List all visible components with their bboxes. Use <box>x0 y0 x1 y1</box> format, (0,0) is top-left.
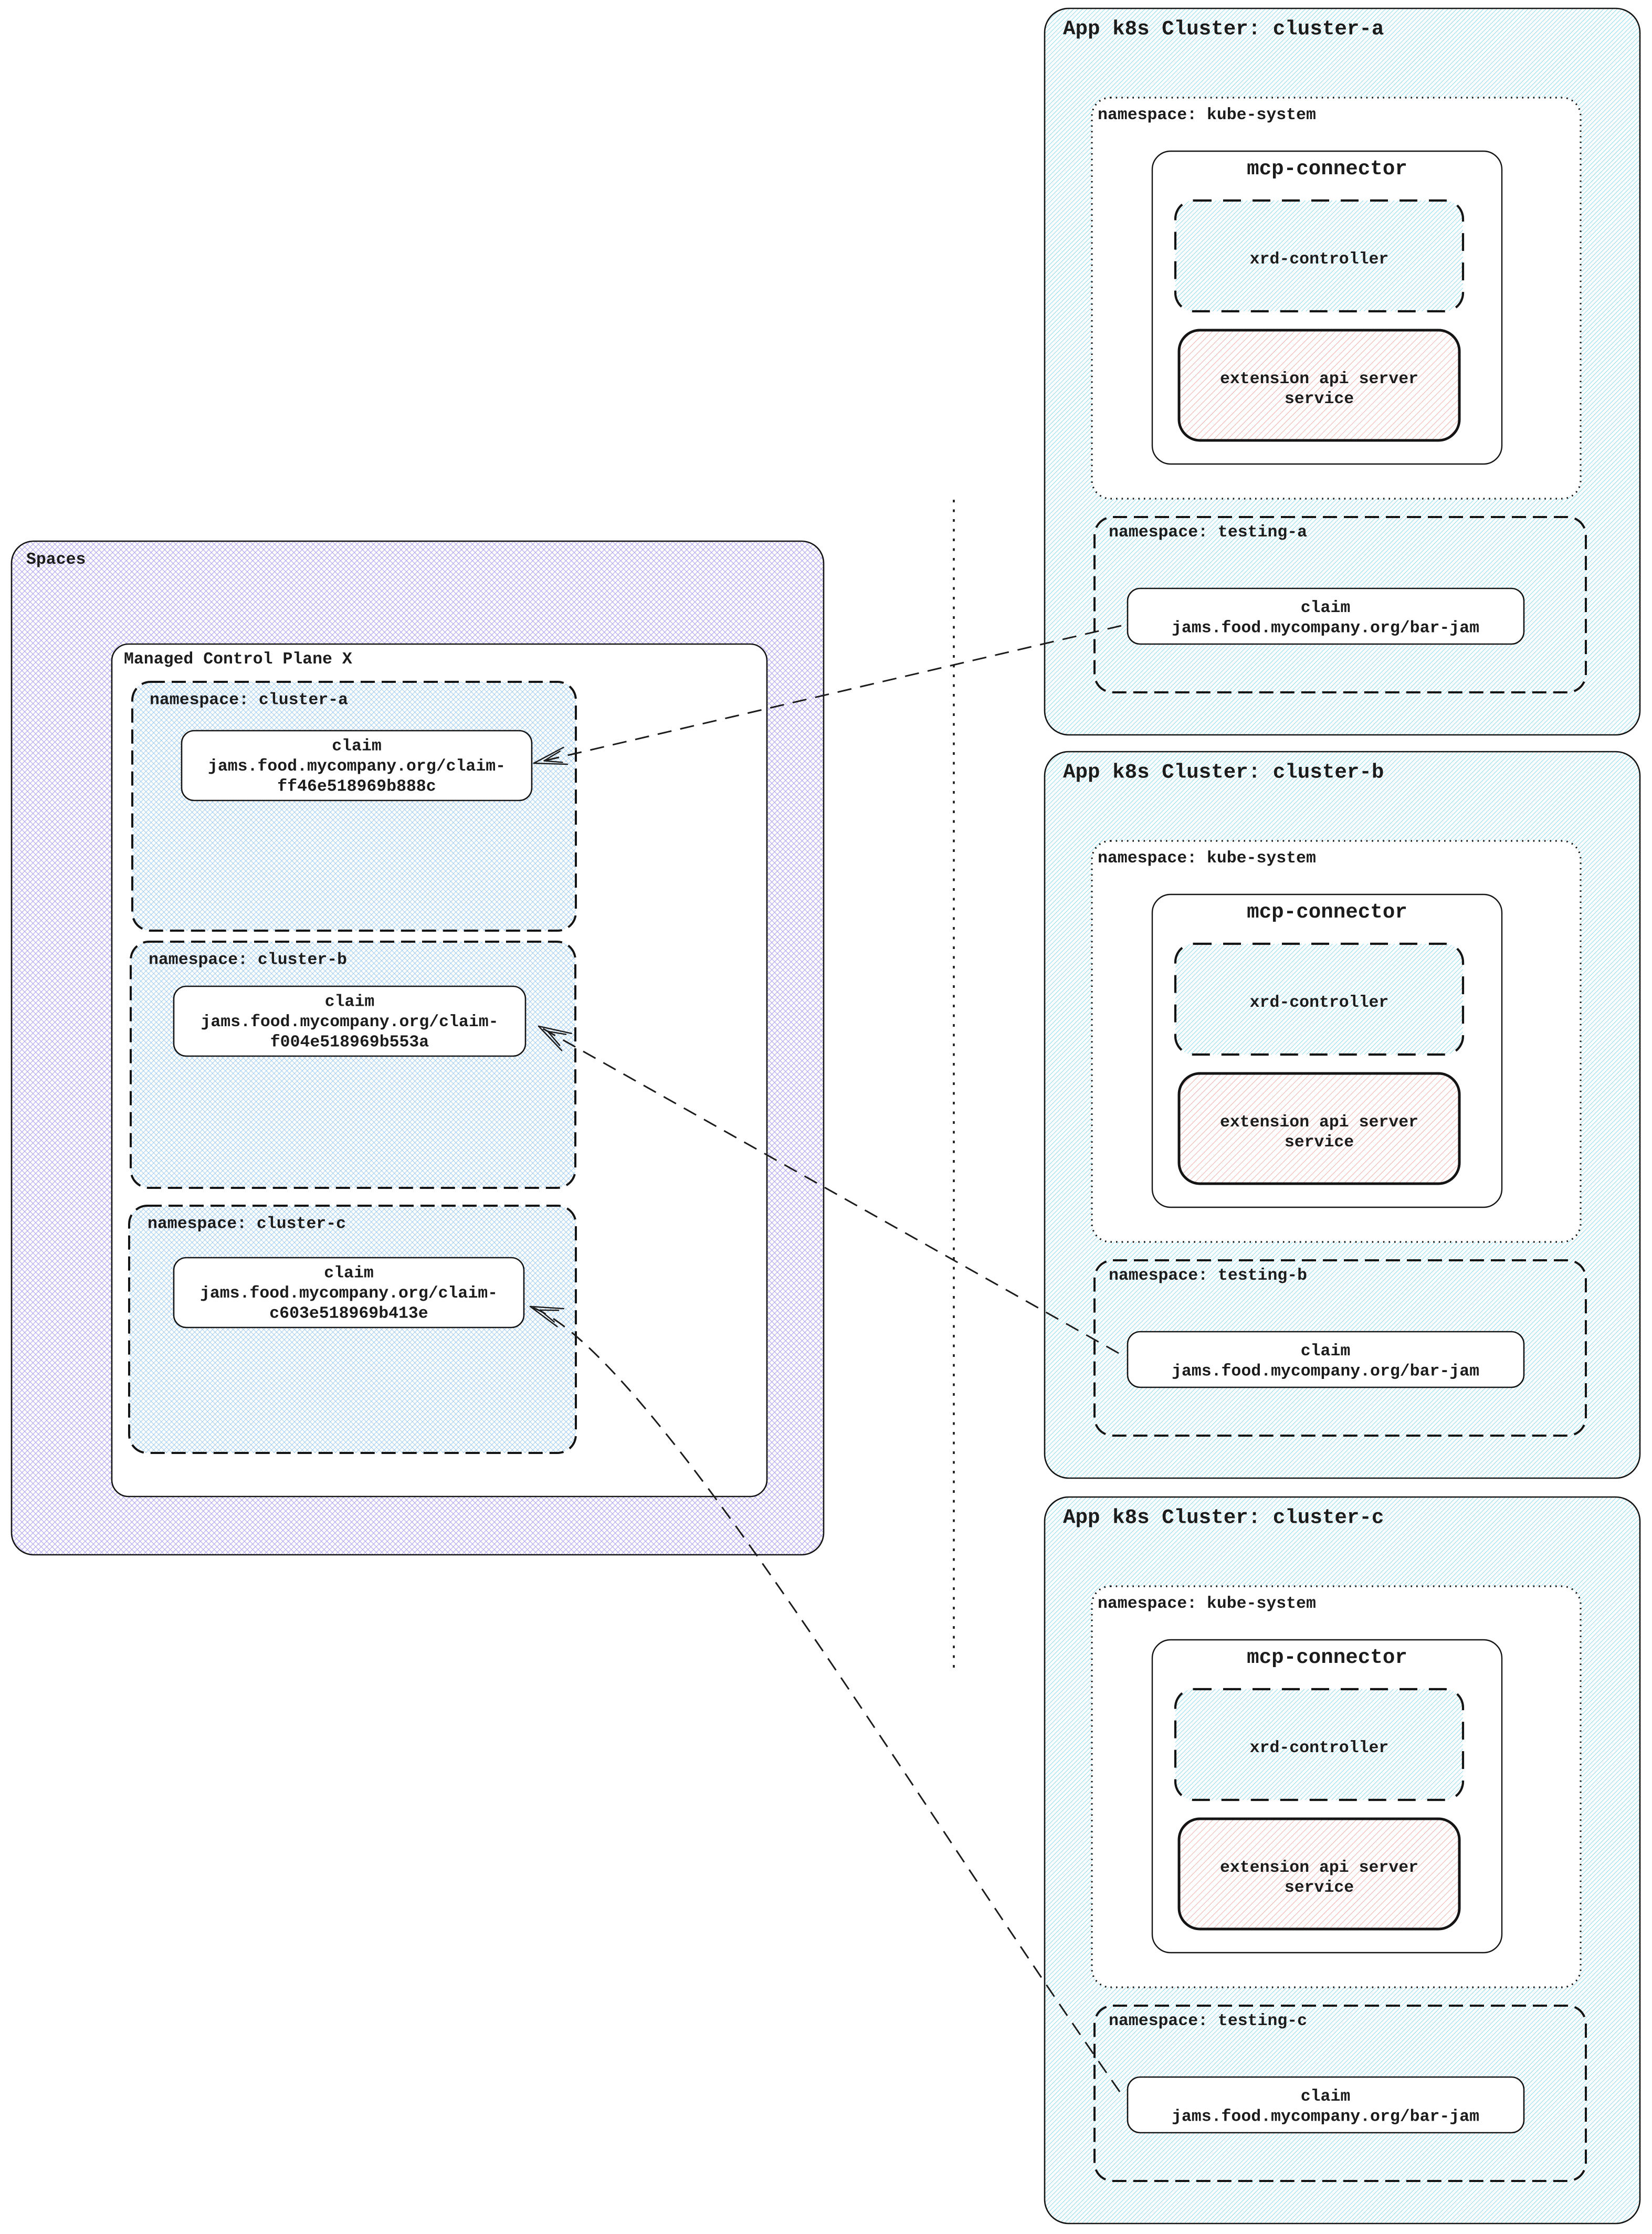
svg-text:App k8s Cluster: cluster-c: App k8s Cluster: cluster-c <box>1063 1506 1384 1530</box>
svg-text:mcp-connector: mcp-connector <box>1247 900 1407 924</box>
svg-text:ff46e518969b888c: ff46e518969b888c <box>277 778 436 796</box>
svg-text:jams.food.mycompany.org/bar-ja: jams.food.mycompany.org/bar-jam <box>1172 619 1479 638</box>
svg-text:f004e518969b553a: f004e518969b553a <box>270 1034 429 1052</box>
svg-text:namespace: kube-system: namespace: kube-system <box>1098 106 1316 124</box>
svg-text:jams.food.mycompany.org/bar-ja: jams.food.mycompany.org/bar-jam <box>1172 1363 1479 1381</box>
svg-text:extension api server: extension api server <box>1220 1113 1418 1132</box>
svg-text:service: service <box>1285 390 1354 408</box>
svg-text:claim: claim <box>1301 599 1351 617</box>
svg-text:namespace: testing-c: namespace: testing-c <box>1109 2012 1307 2030</box>
svg-text:claim: claim <box>1301 1342 1351 1361</box>
svg-text:service: service <box>1285 1133 1354 1152</box>
svg-text:jams.food.mycompany.org/claim-: jams.food.mycompany.org/claim- <box>200 1284 498 1303</box>
svg-text:claim: claim <box>332 737 382 756</box>
svg-text:mcp-connector: mcp-connector <box>1247 157 1407 181</box>
svg-text:extension api server: extension api server <box>1220 370 1418 388</box>
svg-text:namespace: cluster-b: namespace: cluster-b <box>149 951 347 970</box>
svg-text:extension api server: extension api server <box>1220 1859 1418 1877</box>
svg-text:Spaces: Spaces <box>26 551 86 569</box>
svg-text:xrd-controller: xrd-controller <box>1250 1739 1389 1757</box>
svg-text:jams.food.mycompany.org/claim-: jams.food.mycompany.org/claim- <box>208 757 506 776</box>
svg-text:jams.food.mycompany.org/bar-ja: jams.food.mycompany.org/bar-jam <box>1172 2108 1479 2126</box>
svg-text:claim: claim <box>325 993 375 1011</box>
svg-text:namespace: testing-a: namespace: testing-a <box>1109 523 1307 542</box>
svg-text:Managed Control Plane X: Managed Control Plane X <box>124 650 352 669</box>
svg-text:xrd-controller: xrd-controller <box>1250 994 1389 1012</box>
svg-text:namespace: testing-b: namespace: testing-b <box>1109 1267 1307 1285</box>
svg-text:service: service <box>1285 1879 1354 1897</box>
svg-text:c603e518969b413e: c603e518969b413e <box>269 1305 428 1323</box>
svg-text:claim: claim <box>324 1264 374 1283</box>
svg-text:namespace: cluster-a: namespace: cluster-a <box>150 691 348 710</box>
svg-text:App k8s Cluster: cluster-b: App k8s Cluster: cluster-b <box>1063 761 1384 784</box>
svg-text:namespace: kube-system: namespace: kube-system <box>1098 849 1316 868</box>
svg-text:xrd-controller: xrd-controller <box>1250 250 1389 269</box>
svg-text:claim: claim <box>1301 2088 1351 2106</box>
svg-text:App k8s Cluster: cluster-a: App k8s Cluster: cluster-a <box>1063 17 1384 41</box>
svg-text:mcp-connector: mcp-connector <box>1247 1646 1407 1669</box>
svg-text:namespace: cluster-c: namespace: cluster-c <box>148 1215 346 1234</box>
svg-text:namespace: kube-system: namespace: kube-system <box>1098 1595 1316 1613</box>
svg-text:jams.food.mycompany.org/claim-: jams.food.mycompany.org/claim- <box>201 1013 498 1031</box>
